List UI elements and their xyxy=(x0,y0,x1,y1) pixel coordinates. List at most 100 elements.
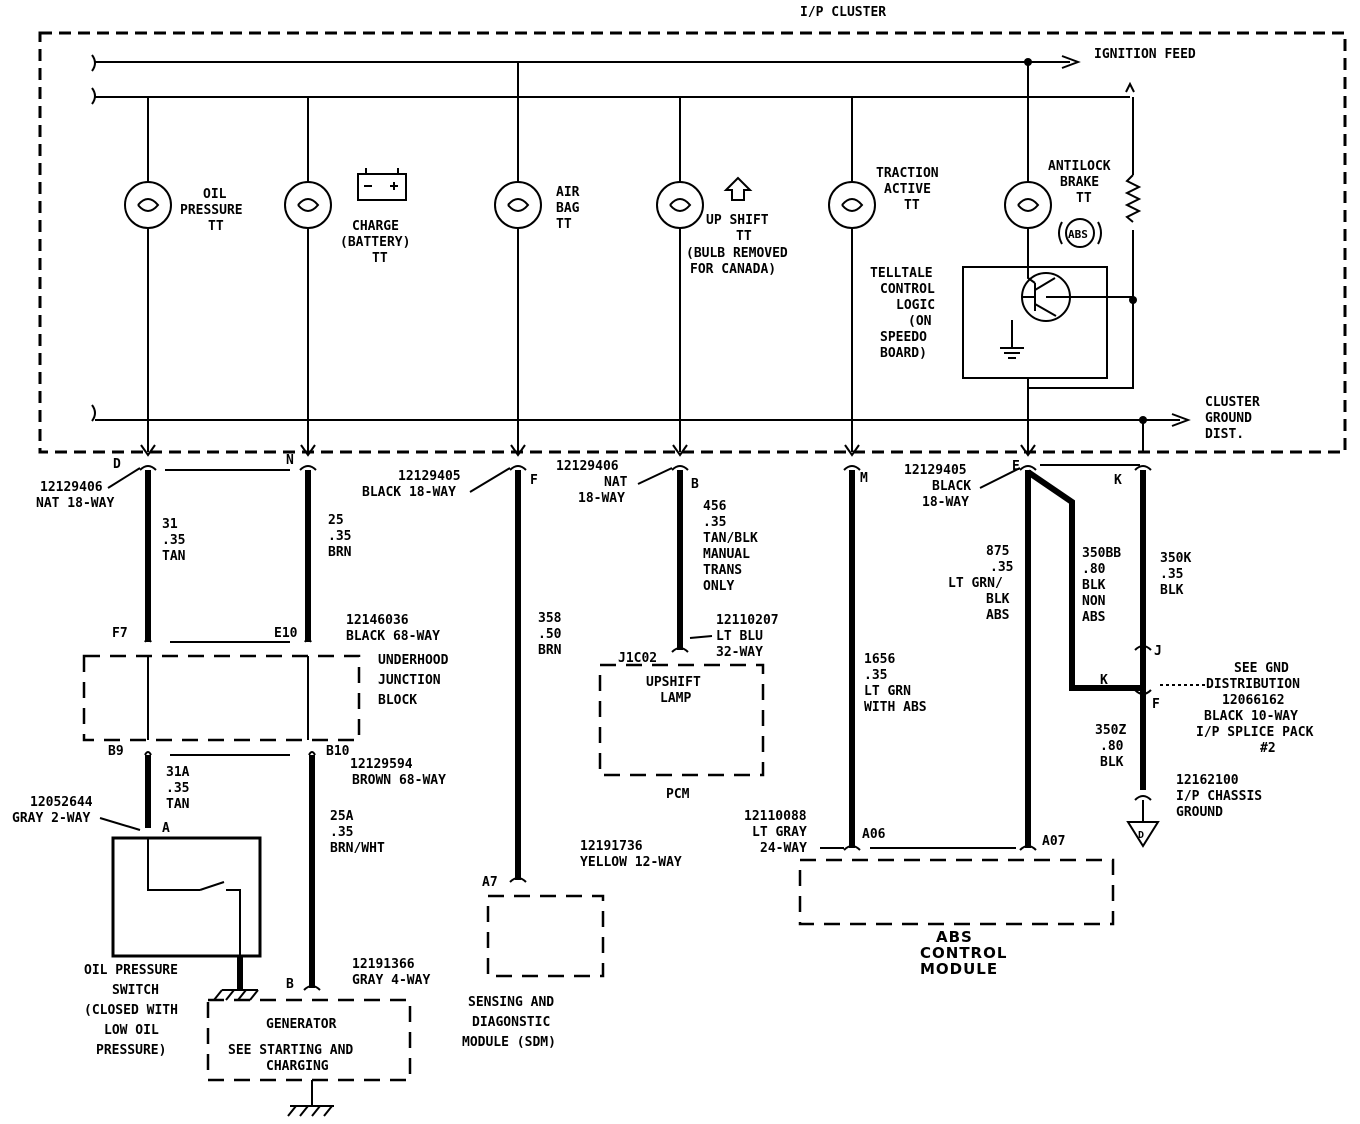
pin-J1C02: J1C02 xyxy=(618,651,657,666)
conn-c4-l3: 18-WAY xyxy=(922,495,969,510)
ignition-feed-label: IGNITION FEED xyxy=(1094,47,1196,62)
ujb-pass-through xyxy=(144,638,316,756)
w31a-l1: 31A xyxy=(166,765,190,780)
telltale-l2: CONTROL xyxy=(880,282,935,297)
abs-badge-icon: ABS xyxy=(1058,218,1102,248)
conn-c1-l2: NAT 18-WAY xyxy=(36,496,114,511)
w25-l2: .35 xyxy=(328,529,351,544)
traction-bulb-icon xyxy=(828,181,876,229)
w350k-l1: 350K xyxy=(1160,551,1191,566)
bus-break-left xyxy=(91,54,96,105)
cluster-connector-pins xyxy=(139,444,1152,471)
w456-l3: TAN/BLK xyxy=(703,531,758,546)
junction-dots xyxy=(1024,58,1147,424)
upshift-lamp-l4: FOR CANADA) xyxy=(690,262,776,277)
sdm-l3: MODULE (SDM) xyxy=(462,1035,556,1050)
pin-A07: A07 xyxy=(1042,834,1065,849)
charge-bulb-icon xyxy=(284,181,332,229)
antilock-lamp-l1: ANTILOCK xyxy=(1048,159,1111,174)
upshift-lamp-l1: UP SHIFT xyxy=(706,213,769,228)
pcm-box-l1: UPSHIFT xyxy=(646,675,701,690)
pin-gen-B: B xyxy=(286,977,294,992)
pin-B9: B9 xyxy=(108,744,124,759)
pcm-box xyxy=(598,663,765,777)
w456-l6: ONLY xyxy=(703,579,734,594)
w1656-l2: .35 xyxy=(864,668,887,683)
splice-l1: SEE GND xyxy=(1234,661,1289,676)
chassis-l1: 12162100 xyxy=(1176,773,1239,788)
pin-B: B xyxy=(691,477,699,492)
bus-break-left-2 xyxy=(91,404,96,422)
conn-c2-leader xyxy=(469,467,511,493)
gen-conn-l1: 12191366 xyxy=(352,957,415,972)
w456-l1: 456 xyxy=(703,499,727,514)
generator-l3: CHARGING xyxy=(266,1059,329,1074)
w456-l4: MANUAL xyxy=(703,547,750,562)
chassis-ground-mark: D xyxy=(1138,830,1144,841)
pin-E: E xyxy=(1012,459,1020,474)
generator-ground-icon xyxy=(287,1080,334,1117)
pcm-conn-l2: LT BLU xyxy=(716,629,763,644)
underhood-junction-block xyxy=(82,654,361,742)
w875-l2: .35 xyxy=(990,560,1013,575)
w25a-l1: 25A xyxy=(330,809,354,824)
pin-A06: A06 xyxy=(862,827,886,842)
oil-switch-l4: LOW OIL xyxy=(104,1023,159,1038)
ujb-bottom-conn-l1: 12129594 xyxy=(350,757,413,772)
pcm-conn-l3: 32-WAY xyxy=(716,645,763,660)
w350z-l1: 350Z xyxy=(1095,723,1126,738)
abs-l1: ABS xyxy=(936,928,973,946)
abs-pin-icons xyxy=(843,845,1037,851)
sdm-conn-l2: YELLOW 12-WAY xyxy=(580,855,682,870)
cluster-ground-l1: CLUSTER xyxy=(1205,395,1260,410)
w350z-l2: .80 xyxy=(1100,739,1124,754)
conn-c4-l1: 12129405 xyxy=(904,463,967,478)
oil-switch-l2: SWITCH xyxy=(112,983,159,998)
antilock-lamp-l3: TT xyxy=(1076,191,1092,206)
airbag-bulb-icon xyxy=(494,181,542,229)
cluster-title: I/P CLUSTER xyxy=(800,5,886,20)
splice-l5: I/P SPLICE PACK xyxy=(1196,725,1314,740)
w358-l1: 358 xyxy=(538,611,562,626)
splice-l3: 12066162 xyxy=(1222,693,1285,708)
abs-control-module-box xyxy=(798,858,1115,926)
conn-c1-l1: 12129406 xyxy=(40,480,103,495)
splice-pin-icons xyxy=(1134,645,1152,695)
w1656-l1: 1656 xyxy=(864,652,895,667)
bus-arrow-icon xyxy=(1125,81,1135,93)
conn-c3-l2: NAT xyxy=(604,475,628,490)
ujb-top-conn-l2: BLACK 68-WAY xyxy=(346,629,440,644)
w875-l3: LT GRN/ xyxy=(948,576,1003,591)
pcm-box-l2: LAMP xyxy=(660,691,691,706)
conn-c4-l2: BLACK xyxy=(932,479,971,494)
svg-text:ABS: ABS xyxy=(1068,228,1088,241)
generator-l2: SEE STARTING AND xyxy=(228,1043,353,1058)
pin-M: M xyxy=(860,471,868,486)
pcm-conn-leader xyxy=(689,635,713,639)
chassis-l2: I/P CHASSIS xyxy=(1176,789,1262,804)
w350k-l3: BLK xyxy=(1160,583,1184,598)
airbag-lamp-l3: TT xyxy=(556,217,572,232)
sdm-pin-icon xyxy=(509,877,527,883)
w456-l5: TRANS xyxy=(703,563,742,578)
traction-lamp-l2: ACTIVE xyxy=(884,182,931,197)
harness-wires xyxy=(145,469,1146,988)
cluster-ground-l3: DIST. xyxy=(1205,427,1244,442)
pin-E10: E10 xyxy=(274,626,298,641)
abs-conn-l2: LT GRAY xyxy=(752,825,807,840)
battery-icon xyxy=(357,168,407,201)
conn-c4-leader xyxy=(979,467,1021,489)
w25a-l2: .35 xyxy=(330,825,353,840)
upshift-bulb-icon xyxy=(656,181,704,229)
ujb-l1: UNDERHOOD xyxy=(378,653,449,668)
oil-switch-ground-icon xyxy=(213,989,259,1001)
telltale-l5: SPEEDO xyxy=(880,330,927,345)
w1656-l4: WITH ABS xyxy=(864,700,927,715)
w358-l3: BRN xyxy=(538,643,562,658)
ujb-top-conn-l1: 12146036 xyxy=(346,613,409,628)
pin-J: J xyxy=(1154,644,1162,659)
upshift-arrow-icon xyxy=(723,176,753,201)
w31a-l2: .35 xyxy=(166,781,189,796)
